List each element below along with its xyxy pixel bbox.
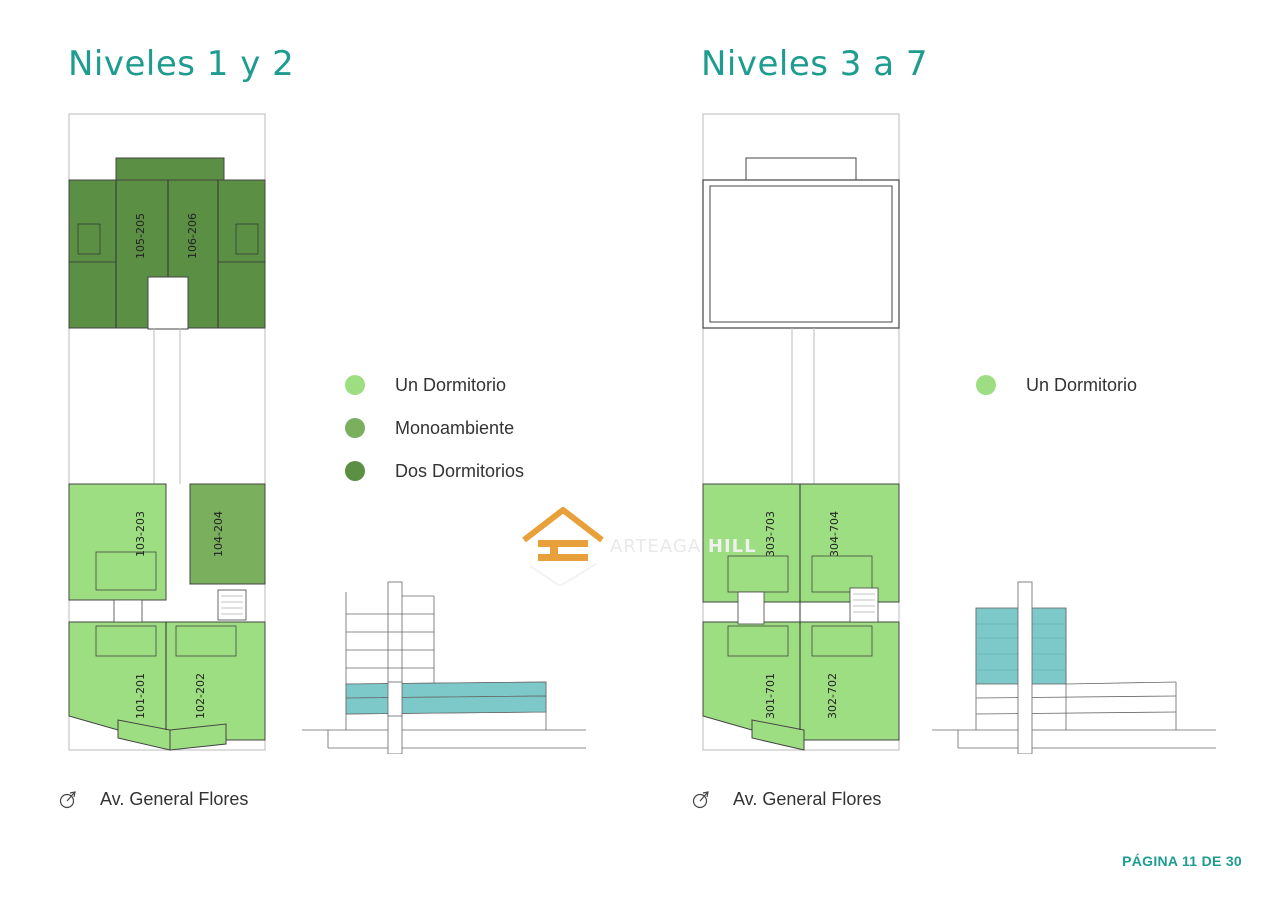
page-number: PÁGINA 11 DE 30 [1122, 853, 1242, 869]
house-logo-icon [522, 507, 604, 586]
right-section-view [932, 581, 1216, 754]
legend-label: Monoambiente [395, 417, 515, 438]
left-section-view [302, 581, 586, 754]
right-bottom-block [702, 483, 900, 751]
watermark: ARTEAGA HILL [520, 506, 757, 586]
legend-item: Un Dormitorio [345, 374, 524, 396]
street-label: Av. General Flores [733, 789, 882, 809]
legend-swatch [345, 418, 365, 438]
unit-label: 101-201 [134, 673, 147, 719]
left-top-block [68, 157, 266, 330]
unit-label: 104-204 [212, 511, 225, 557]
legend-label: Un Dormitorio [1026, 374, 1138, 395]
street-label: Av. General Flores [100, 789, 249, 809]
unit-label: 303-703 [764, 511, 777, 557]
left-bottom-block [68, 483, 266, 751]
left-legend: Un Dormitorio Monoambiente Dos Dormitori… [345, 374, 524, 482]
watermark-brand-a: ARTEAGA [610, 535, 702, 557]
right-title: Niveles 3 a 7 [701, 44, 929, 84]
unit-label: 304-704 [828, 511, 841, 557]
unit-label: 103-203 [134, 511, 147, 557]
legend-label: Dos Dormitorios [395, 460, 525, 481]
left-floor-plan: 105-205 106-206 103-203 104-204 101-201 … [68, 113, 266, 751]
north-arrow-icon [692, 790, 709, 808]
left-title: Niveles 1 y 2 [68, 44, 295, 84]
legend-swatch [345, 461, 365, 481]
legend-item: Un Dormitorio [976, 374, 1137, 396]
right-floor-plan: 303-703 304-704 301-701 302-702 [702, 113, 900, 751]
right-street: Av. General Flores [691, 789, 881, 810]
legend-swatch [345, 375, 365, 395]
left-street: Av. General Flores [58, 789, 248, 810]
unit-label: 105-205 [134, 213, 147, 259]
watermark-text: ARTEAGA HILL [610, 536, 757, 557]
unit-label: 102-202 [194, 673, 207, 719]
watermark-brand-b: HILL [707, 535, 757, 557]
unit-label: 302-702 [826, 673, 839, 719]
legend-item: Dos Dormitorios [345, 460, 524, 482]
unit-label: 301-701 [764, 673, 777, 719]
legend-item: Monoambiente [345, 417, 524, 439]
legend-label: Un Dormitorio [395, 374, 507, 395]
unit-label: 106-206 [186, 213, 199, 259]
legend-swatch [976, 375, 996, 395]
right-legend: Un Dormitorio [976, 374, 1137, 396]
north-arrow-icon [59, 790, 76, 808]
